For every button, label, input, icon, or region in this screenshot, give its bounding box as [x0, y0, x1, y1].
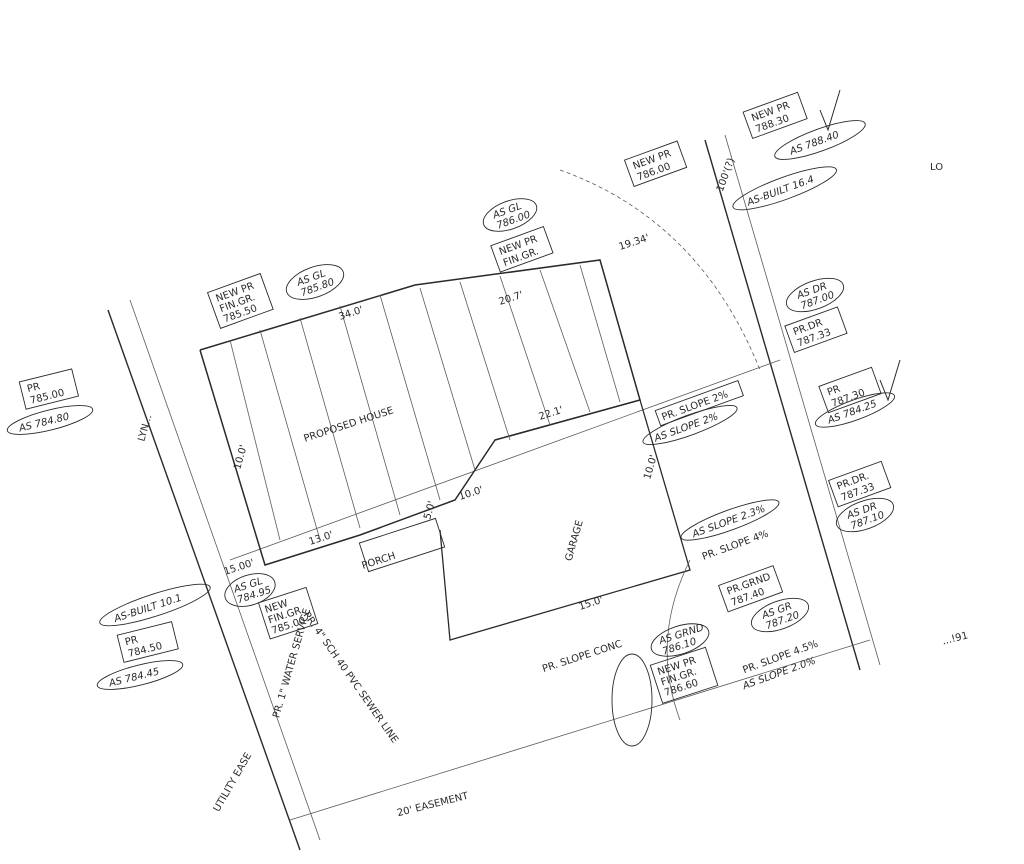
driveway-arc [559, 169, 761, 371]
right-street-name: 100'(?) [715, 157, 737, 194]
right-lot-line-inner [724, 134, 881, 666]
check-mark-top-right [819, 89, 841, 132]
porch-outline [358, 517, 446, 573]
easement-line [289, 639, 871, 821]
label-garage: GARAGE [564, 519, 586, 562]
left-street-name: LYN... [136, 413, 154, 442]
dim-left-side: 10.0' [232, 444, 249, 471]
label-as-built-left: AS-BUILT 10.1 [112, 593, 183, 626]
bottom-oval [611, 653, 653, 747]
left-street-line [107, 309, 301, 851]
dim-top-right: 19.34' [618, 233, 651, 253]
dim-left-bottom: 15.00' [223, 558, 256, 578]
label-pr-left-1: PR [26, 381, 41, 395]
dim-bottom-edge: 13.0' [308, 530, 335, 548]
partial-label-right: ...!91 [941, 630, 969, 647]
dim-step-edge: 22.1' [538, 405, 565, 423]
bottom-arc [666, 559, 691, 721]
garage-outline [439, 399, 691, 641]
dim-inner-b: 5.0' [422, 500, 438, 521]
setback-line [229, 359, 781, 561]
label-proposed-house: PROPOSED HOUSE [303, 405, 395, 444]
label-pr-right-1: PR [826, 384, 842, 399]
house-outline [199, 259, 641, 566]
check-mark-right [879, 359, 901, 402]
left-street-line-inner [129, 299, 321, 841]
dim-top-mid: 20.7' [498, 290, 525, 308]
label-pr-left2-1: PR [124, 634, 139, 648]
house-hatching [229, 264, 621, 541]
label-sewer: PR. 4" SCH 40 PVC SEWER LINE [301, 610, 400, 745]
label-pr-slope-cone: PR. SLOPE CONC [541, 639, 624, 675]
right-lot-line [704, 139, 861, 671]
dim-side-right: 10.0' [642, 454, 659, 481]
label-easement: 20' EASEMENT [396, 791, 470, 820]
corner-label: LO [930, 162, 943, 173]
dim-inner-a: 10.0' [458, 485, 485, 503]
dim-bottom-right: 15.0' [578, 595, 605, 613]
label-utility: UTILITY EASE [212, 751, 255, 814]
